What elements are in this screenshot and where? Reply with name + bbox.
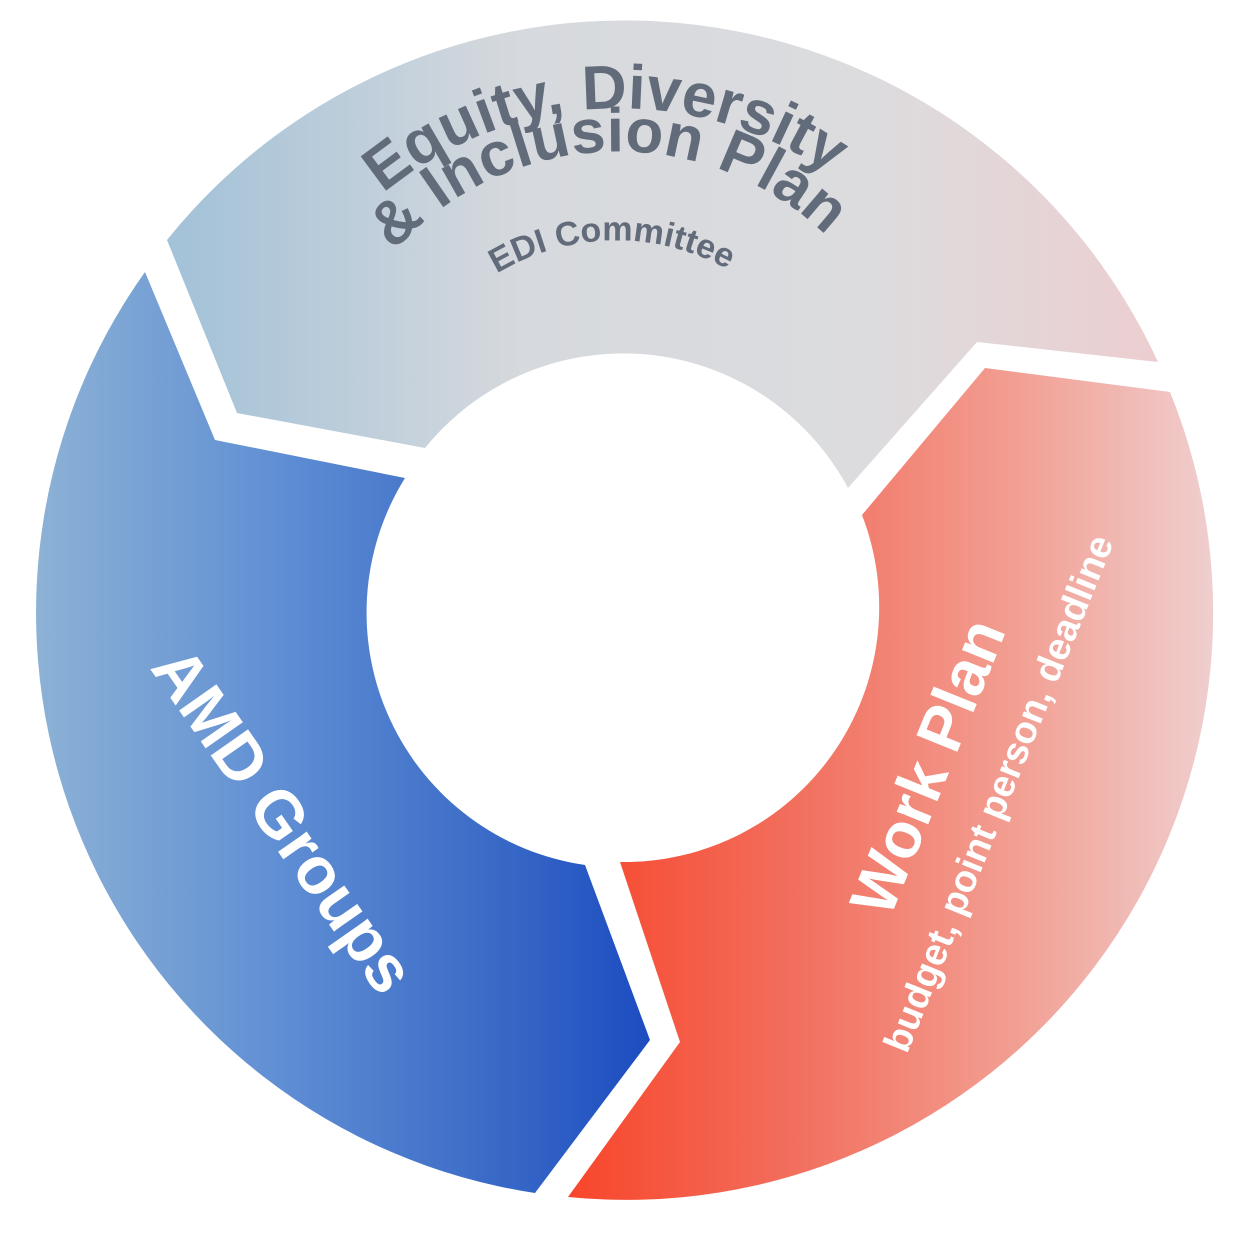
segment-edi-plan [167,20,1158,488]
segment-work-plan [568,368,1214,1200]
segment-amd-groups [36,272,651,1193]
